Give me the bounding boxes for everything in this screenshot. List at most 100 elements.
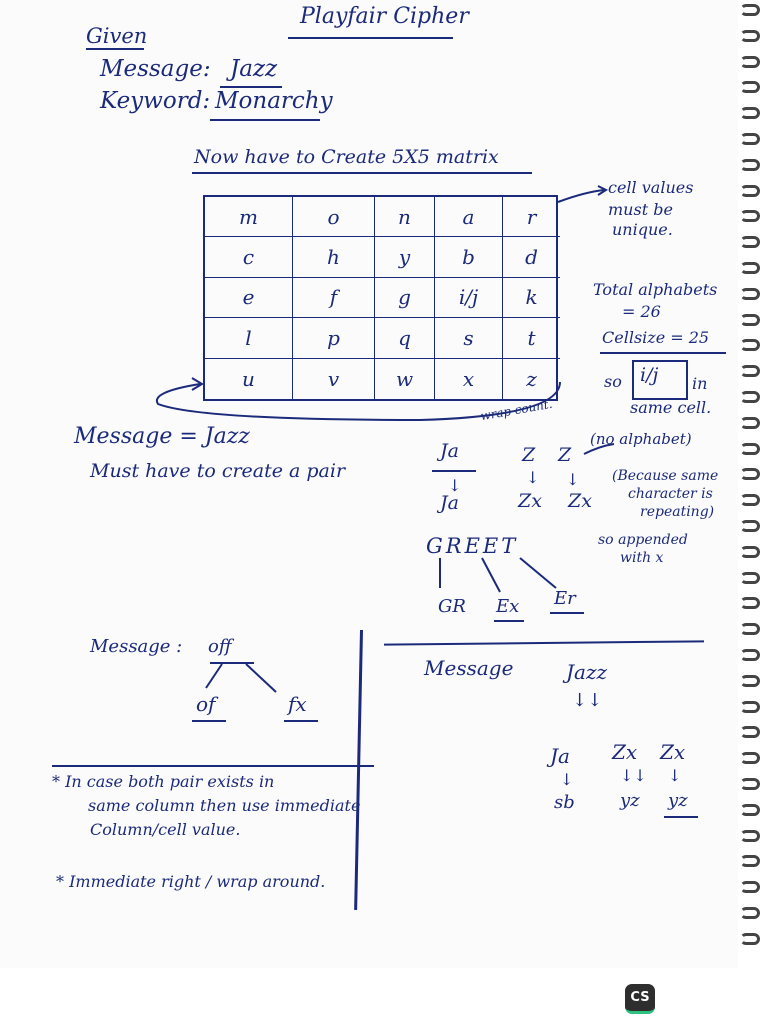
right-zx2: Zx — [660, 740, 686, 764]
note-ij: i/j — [640, 364, 659, 386]
matrix-cell: k — [503, 278, 560, 319]
right-yz1: yz — [620, 790, 640, 811]
matrix-cell: e — [205, 277, 293, 319]
result-zx1: Zx — [518, 490, 542, 512]
spiral-coil — [740, 494, 760, 507]
spiral-coil — [740, 236, 760, 249]
spiral-coil — [740, 674, 760, 687]
note-must-be: must be — [608, 200, 673, 219]
spiral-coil — [740, 365, 760, 378]
note-so: so — [604, 372, 622, 391]
right-message-label: Message — [424, 656, 514, 680]
note-so-appended: so appended — [598, 532, 688, 548]
right-jazz: Jazz — [566, 660, 608, 684]
pair-ja-underline — [432, 470, 476, 472]
spiral-coil — [740, 778, 760, 790]
greet-fx: Ex — [496, 596, 520, 617]
pair-ja: Ja — [440, 440, 459, 462]
matrix-cell: z — [526, 366, 537, 391]
note-same-cell: same cell. — [630, 398, 712, 417]
off-message-label: Message : — [90, 636, 183, 657]
note-character-is: character is — [628, 486, 713, 502]
camscanner-badge: CS — [625, 984, 655, 1014]
spiral-coil — [740, 4, 760, 16]
ij-box — [632, 360, 688, 400]
spiral-coil — [740, 803, 760, 816]
matrix-cell: q — [375, 318, 435, 359]
matrix-cell: t — [503, 318, 560, 359]
note-cell-values: cell values — [608, 178, 694, 197]
spiral-coil — [740, 133, 760, 145]
rule-line-2: same column then use immediate — [88, 796, 361, 815]
greet-fx-underline — [494, 620, 524, 622]
note-because: (Because same — [612, 468, 719, 484]
spiral-coil — [740, 881, 760, 894]
right-arrows: ↓↓ — [572, 690, 603, 711]
matrix-cell: c — [205, 237, 293, 278]
matrix-cell: i/j — [435, 277, 503, 319]
spiral-coil — [740, 210, 760, 223]
matrix-cell: s — [435, 318, 503, 359]
off-of-underline — [192, 720, 226, 722]
heading-underline — [192, 172, 532, 174]
note-cell-size: Cellsize = 25 — [602, 328, 710, 347]
spiral-coil — [740, 907, 760, 919]
pair-z1: Z — [522, 444, 536, 466]
greet-er-underline — [550, 612, 584, 614]
right-yz2: yz — [668, 790, 688, 811]
spiral-coil — [740, 726, 760, 739]
matrix-cell: a — [435, 197, 503, 238]
spiral-coil — [740, 752, 760, 765]
down-arrow-icon: ↓↓ — [620, 766, 647, 785]
notebook-spiral — [740, 4, 764, 964]
note-with-x: with x — [620, 550, 664, 566]
down-arrow-icon: ↓ — [566, 470, 580, 489]
greet-gr: GR — [438, 596, 466, 617]
spiral-coil — [740, 442, 760, 455]
right-ja: Ja — [550, 744, 570, 768]
matrix-cell: u — [205, 358, 293, 399]
spiral-coil — [740, 855, 760, 868]
note-repeating: repeating) — [640, 504, 715, 520]
off-result-fx: fx — [288, 692, 307, 716]
note-unique: unique. — [612, 220, 673, 239]
off-fx-underline — [284, 720, 318, 722]
note-in: in — [692, 374, 708, 393]
matrix-cell: l — [205, 318, 293, 359]
right-zx1: Zx — [612, 740, 638, 764]
down-arrow-icon: ↓ — [560, 770, 574, 789]
spiral-coil — [740, 700, 760, 713]
spiral-coil — [740, 416, 760, 429]
spiral-coil — [740, 158, 760, 171]
cell-size-underline — [600, 352, 726, 354]
matrix-cell: p — [293, 318, 375, 359]
down-arrow-icon: ↓ — [526, 468, 540, 487]
matrix-cell: w — [375, 358, 435, 399]
result-ja: Ja — [440, 492, 459, 514]
matrix-cell: f — [293, 277, 375, 319]
rule-line-4: * Immediate right / wrap around. — [56, 872, 326, 891]
note-total-alphabets: Total alphabets — [593, 280, 718, 299]
spiral-coil — [740, 29, 760, 42]
matrix-cell: y — [375, 237, 435, 278]
rule-line-1: * In case both pair exists in — [52, 772, 275, 791]
message-value: Jazz — [230, 56, 278, 82]
spiral-coil — [740, 520, 760, 532]
spiral-coil — [740, 184, 760, 197]
off-underline — [210, 662, 254, 664]
note-total-count: = 26 — [622, 302, 661, 321]
message-jazz: Message = Jazz — [74, 424, 250, 449]
spiral-coil — [740, 545, 760, 558]
off-message-value: off — [208, 636, 232, 657]
spiral-coil — [740, 287, 760, 300]
spiral-coil — [740, 468, 760, 481]
greet-er: Er — [554, 588, 576, 609]
matrix-cell: g — [375, 277, 435, 319]
spiral-coil — [740, 81, 760, 94]
spiral-coil — [740, 623, 760, 636]
page-title: Playfair Cipher — [300, 4, 469, 29]
spiral-coil — [740, 649, 760, 661]
matrix-cell: h — [293, 237, 375, 278]
given-underline — [86, 48, 144, 50]
